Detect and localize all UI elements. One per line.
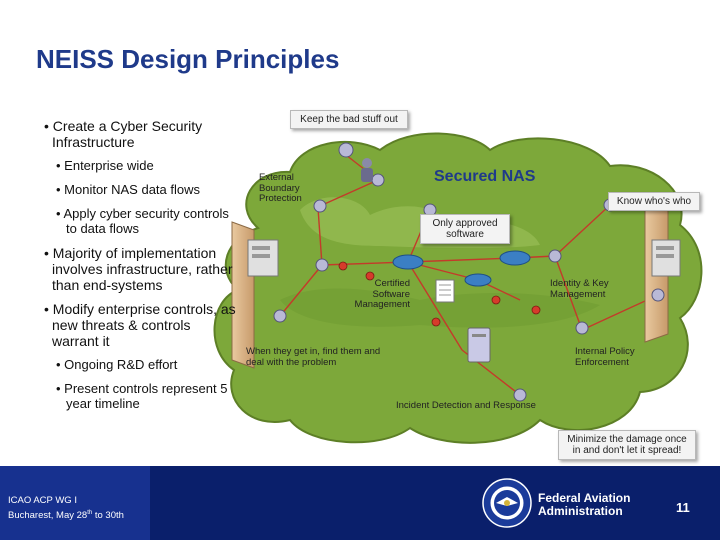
user-icon [361,158,373,182]
document-icon [435,279,455,303]
callout-minimize: Minimize the damage once in and don't le… [558,430,696,460]
footer-org-line2: Bucharest, May 28th to 30th [8,507,124,522]
footer-left-panel [0,466,150,540]
callout-know-who: Know who's who [608,192,700,211]
sub-bullet-research: • Ongoing R&D effort [56,357,178,372]
footer-date-suffix: th [87,510,93,516]
label-when-they-get-in: When they get in, find them and deal wit… [246,346,381,368]
label-internal-policy: Internal Policy Enforcement [575,346,635,368]
footer-agency-line2: Administration [538,504,623,518]
sub-bullet-apply-controls: • Apply cyber security controls to data … [56,206,229,236]
callout-keep-out: Keep the bad stuff out [290,110,408,129]
slide-title: NEISS Design Principles [36,44,340,74]
footer-agency: Federal Aviation Administration [538,492,630,518]
secured-nas-label: Secured NAS [434,168,536,185]
threat-marker-icons [338,261,541,327]
footer-date-end: to 30th [92,510,124,522]
bullet-cyber-infrastructure: • Create a Cyber Security Infrastructure [44,118,203,150]
bullet-list: • Create a Cyber Security Infrastructure… [44,118,240,420]
bullet-infrastructure: • Majority of implementation involves in… [44,245,233,293]
label-external-boundary: External Boundary Protection [259,172,302,204]
label-identity-key: Identity & Key Management [550,278,609,300]
sub-bullet-timeline: • Present controls represent 5 year time… [56,381,228,411]
footer-date-start: Bucharest, May 28 [8,510,88,522]
footer-org: ICAO ACP WG I Bucharest, May 28th to 30t… [8,494,124,522]
faa-seal-icon [482,478,532,528]
footer-agency-line1: Federal Aviation [538,491,631,505]
page-number: 11 [676,500,690,515]
sub-bullet-enterprise-wide: • Enterprise wide [56,158,154,173]
server-icon [467,327,491,363]
bullet-modify-controls: • Modify enterprise controls, as new thr… [44,301,236,349]
router-icons [392,250,531,287]
sub-bullet-monitor-flows: • Monitor NAS data flows [56,182,200,197]
label-incident-detection: Incident Detection and Response [396,400,536,411]
left-firewall-icon [231,221,279,369]
footer-org-line1: ICAO ACP WG I [8,495,77,506]
label-certified-software: Certified Software Management [354,278,410,310]
callout-only-approved: Only approved software [420,214,510,244]
